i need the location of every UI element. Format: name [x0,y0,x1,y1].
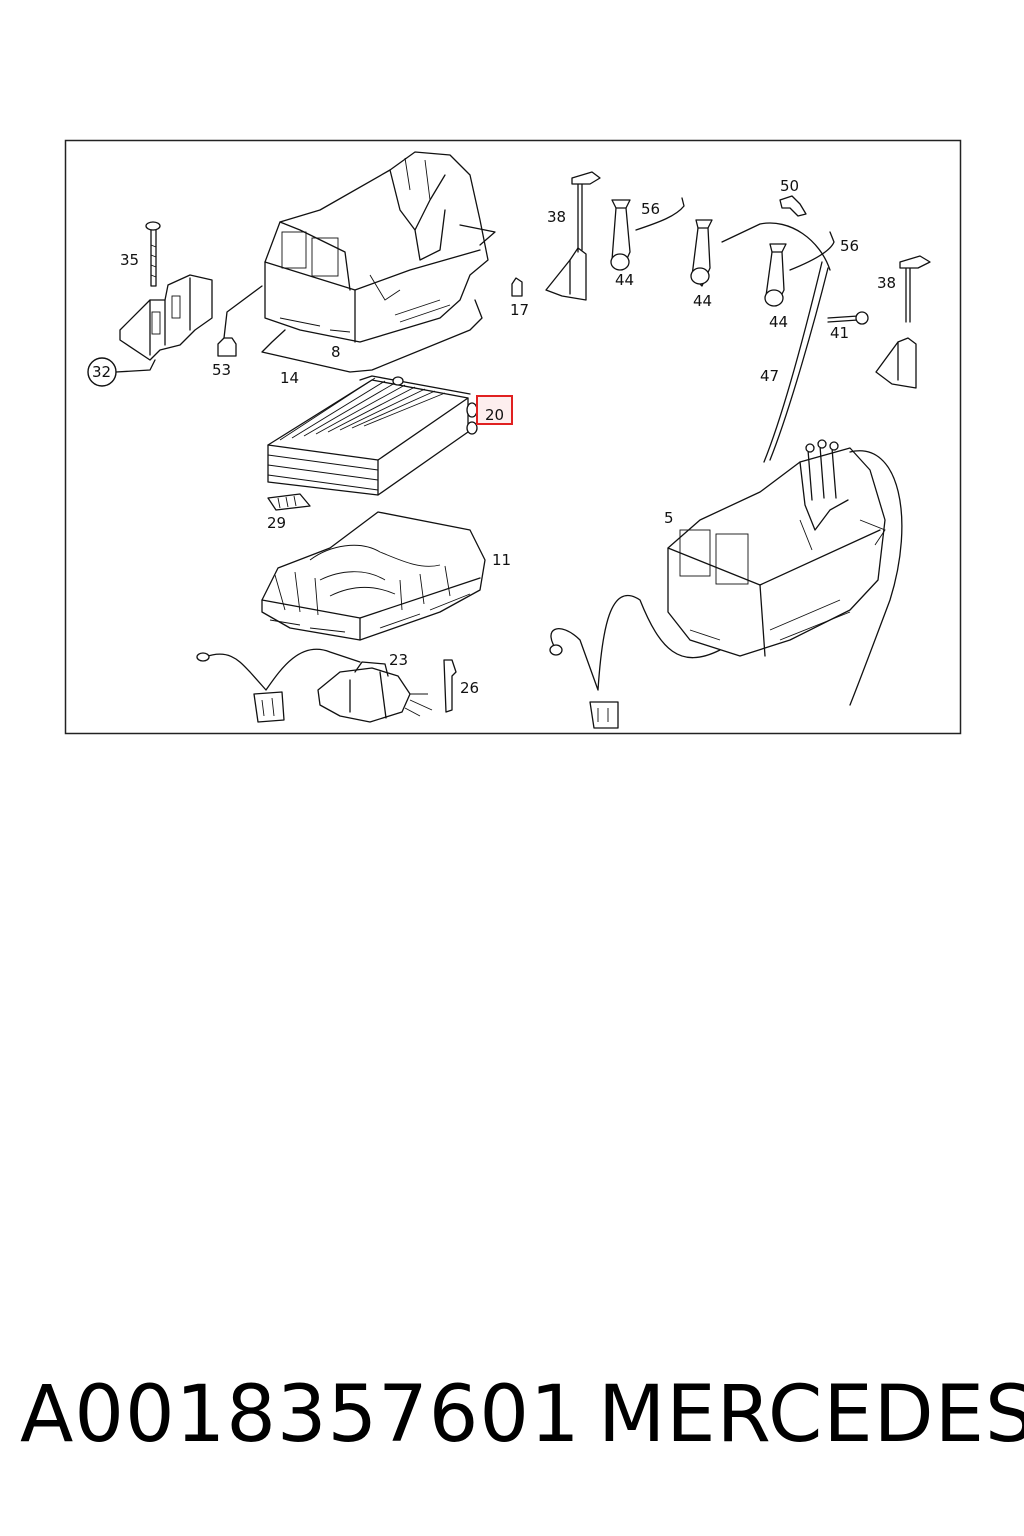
callout-11: 11 [492,551,511,569]
callout-29: 29 [267,514,286,532]
cable-part-47 [769,267,829,461]
footer: A0018357601 MERCEDES [0,1370,1024,1480]
highlight-box-20 [476,395,513,425]
diagram-frame [64,139,962,735]
heater-core-part-20 [267,375,478,496]
callout-41: 41 [830,324,849,342]
control-cable [849,450,903,706]
callout-20: 20 [485,406,504,424]
callout-56-b: 56 [840,237,859,255]
callout-38-right: 38 [877,274,896,292]
callout-53: 53 [212,361,231,379]
callout-56-a: 56 [641,200,660,218]
callout-47: 47 [760,367,779,385]
bracket-part-32 [119,274,213,361]
clip-part-17 [511,277,523,297]
lever-part-44-c [764,243,787,307]
cable-end-part-56-b [789,231,835,271]
right-housing-part-5 [667,439,886,657]
lever-part-44-a [610,199,631,271]
wire-harness-right [550,594,721,691]
clip-part-50 [779,195,807,217]
part-number: A0018357601 [20,1370,581,1460]
gasket-part-14 [261,299,483,373]
bracket-part-38-left [545,171,601,301]
wire-harness-left [204,648,361,691]
callout-8: 8 [331,343,341,361]
callout-35: 35 [120,251,139,269]
clip-part-53 [217,285,263,357]
cable-end-part-56-a [635,197,685,231]
screw-part-35 [145,221,161,287]
callout-5: 5 [664,509,674,527]
callout-14: 14 [280,369,299,387]
callout-17: 17 [510,301,529,319]
bracket-part-38-right [875,255,931,389]
blower-motor-part-23 [317,661,433,723]
blower-housing-part-11 [261,511,486,641]
screw-part-41 [827,311,869,325]
lever-part-44-b [690,219,713,287]
callout-32: 32 [92,363,111,381]
callout-38-left: 38 [547,208,566,226]
callout-44-a: 44 [615,271,634,289]
callout-44-b: 44 [693,292,712,310]
callout-26: 26 [460,679,479,697]
parts-diagram: 35 32 53 14 8 38 56 44 17 50 56 44 44 38… [64,139,962,735]
connector-left [253,691,285,723]
resistor-part-29 [267,493,311,511]
connector-right [589,701,619,729]
upper-housing-part-8 [264,151,496,343]
bracket-part-26 [443,659,457,713]
callout-23: 23 [389,651,408,669]
callout-44-c: 44 [769,313,788,331]
callout-50: 50 [780,177,799,195]
brand-name: MERCEDES [598,1370,1024,1460]
